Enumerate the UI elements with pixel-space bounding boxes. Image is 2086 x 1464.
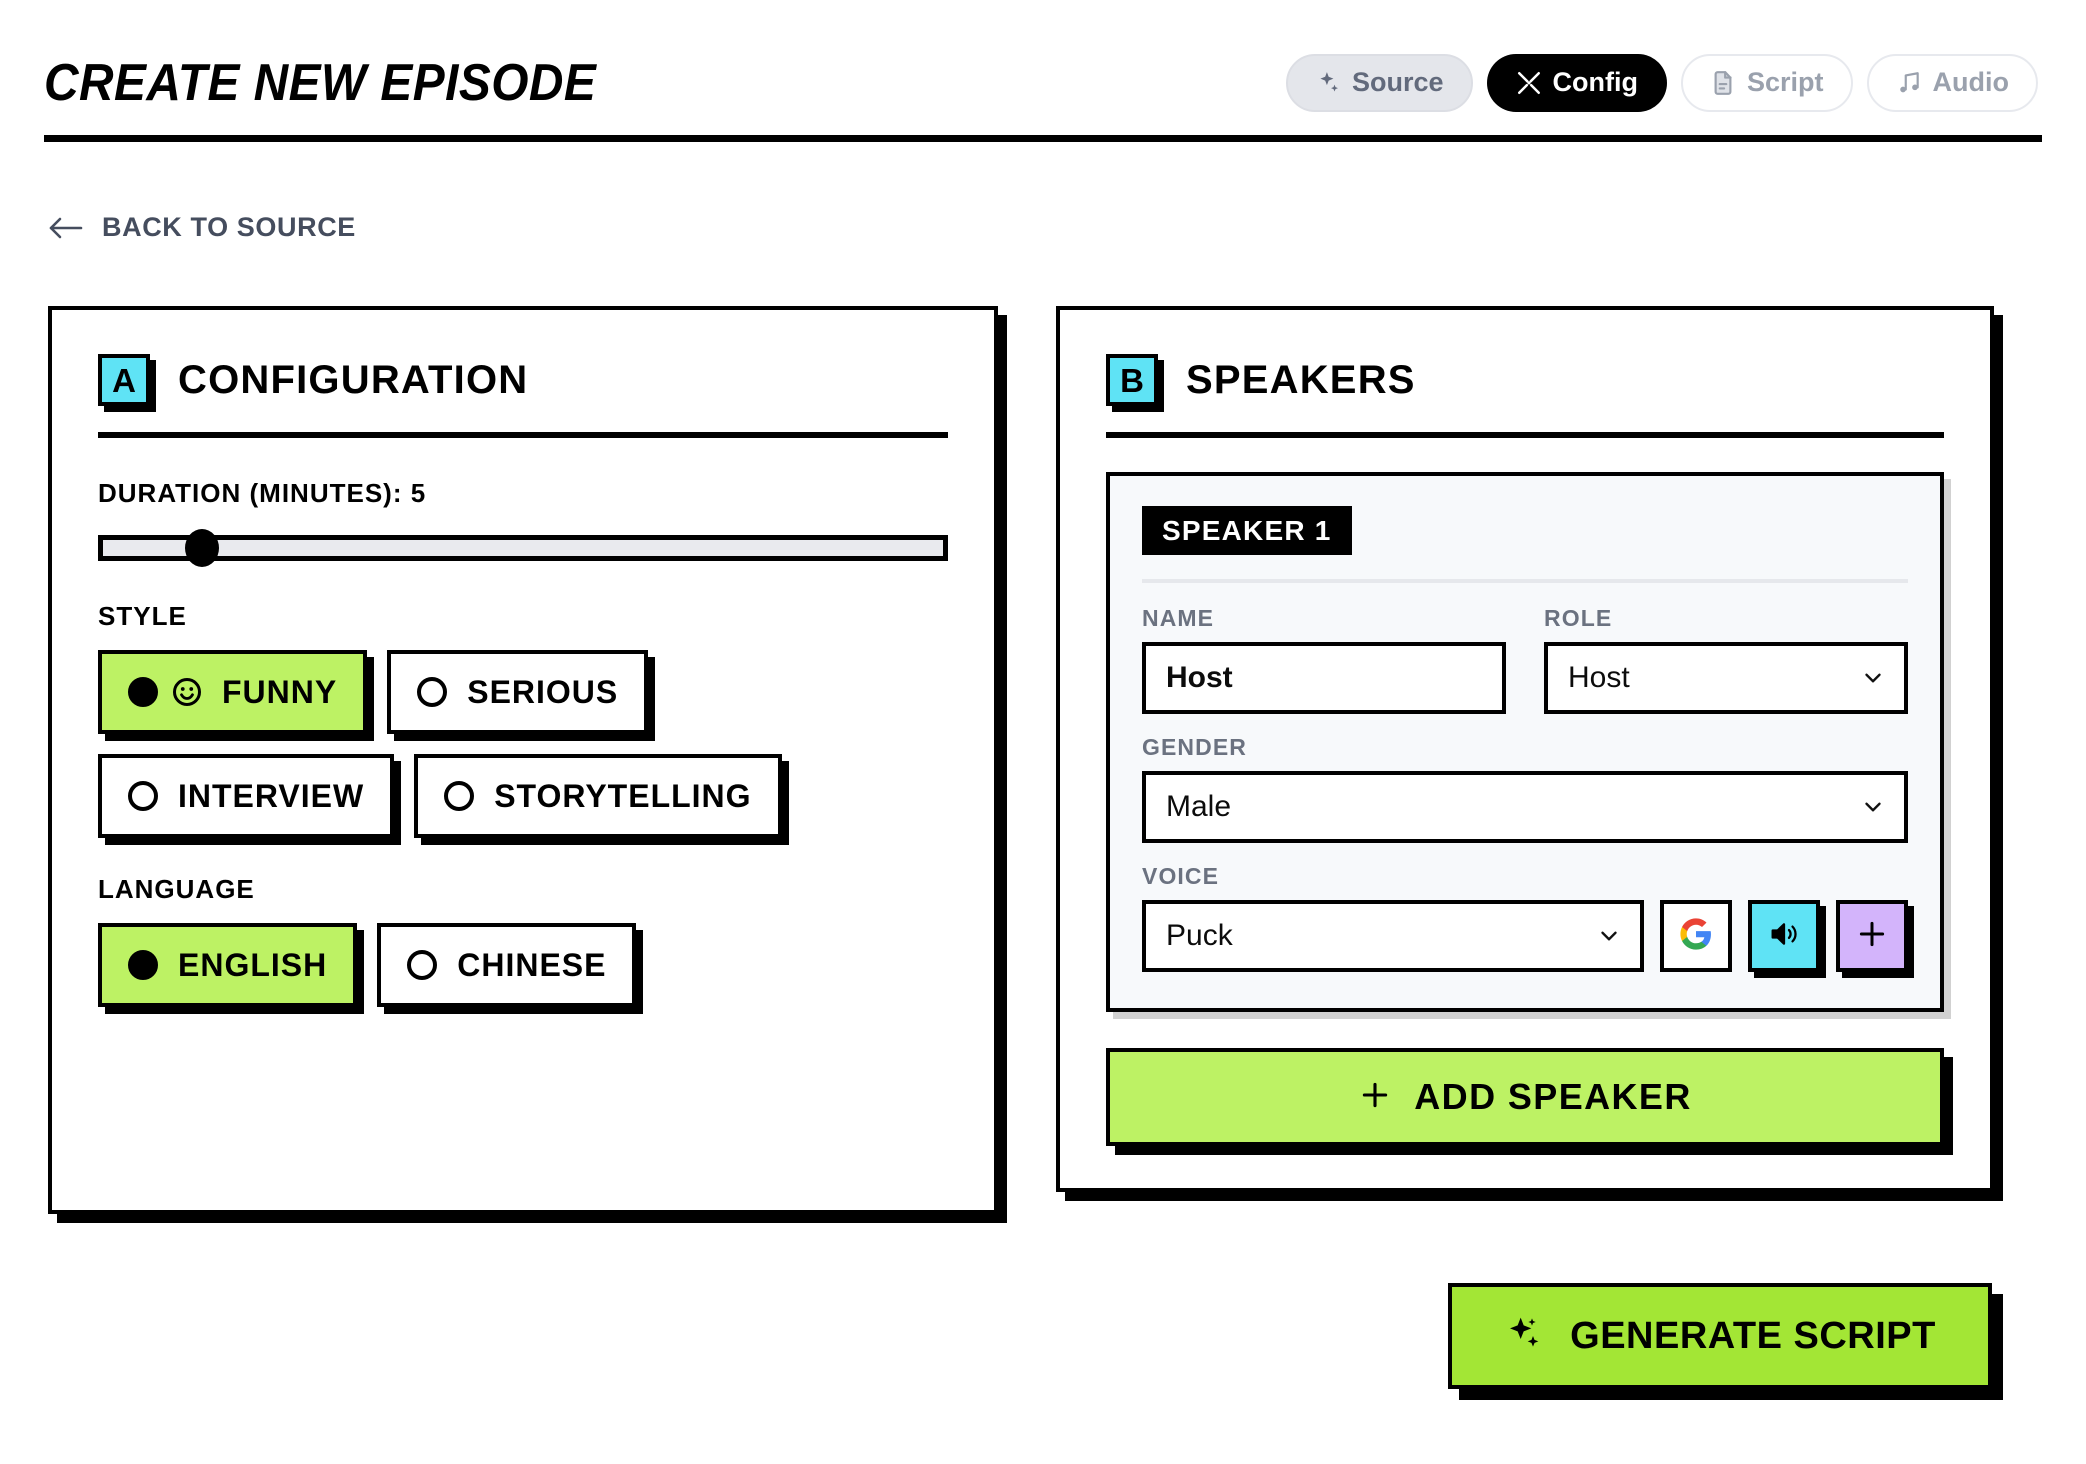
configuration-card-header: A CONFIGURATION [98, 354, 948, 438]
configuration-title: CONFIGURATION [178, 357, 529, 402]
speaker-name-label: NAME [1142, 605, 1215, 631]
google-icon [1679, 917, 1713, 956]
speaker-1-box: SPEAKER 1 NAME Host ROLE Host [1106, 472, 1944, 1012]
style-label: STYLE [98, 601, 187, 631]
speaker-voice-select[interactable]: Puck [1142, 900, 1644, 972]
voice-preview-button[interactable] [1748, 900, 1820, 972]
chevron-down-icon [1596, 923, 1622, 949]
sparkles-icon [1504, 1314, 1544, 1359]
speaker-voice-value: Puck [1166, 919, 1233, 952]
speaker-voice-label: VOICE [1142, 863, 1220, 889]
tab-script[interactable]: Script [1680, 53, 1853, 112]
tab-audio[interactable]: Audio [1866, 53, 2038, 112]
tab-script-label: Script [1746, 67, 1824, 97]
duration-label: DURATION (MINUTES): 5 [98, 478, 427, 508]
speaker-role-value: Host [1568, 661, 1630, 694]
speaker-gender-label: GENDER [1142, 734, 1248, 760]
style-option-interview[interactable]: INTERVIEW [98, 754, 395, 838]
generate-script-label: GENERATE SCRIPT [1570, 1314, 1936, 1357]
badge-b: B [1106, 354, 1158, 406]
arrow-left-icon [48, 215, 84, 241]
speaker-role-label: ROLE [1544, 605, 1613, 631]
plus-icon [1855, 917, 1889, 956]
speaker-name-input[interactable]: Host [1142, 642, 1506, 714]
google-voice-button[interactable] [1660, 900, 1732, 972]
speakers-card: B SPEAKERS SPEAKER 1 NAME Host ROLE Host [1056, 306, 1994, 1192]
style-options: FUNNY SERIOUS INTERVIEW STORYTELLING [98, 650, 948, 838]
radio-icon [128, 781, 158, 811]
add-speaker-label: ADD SPEAKER [1414, 1076, 1692, 1117]
style-option-interview-label: INTERVIEW [178, 777, 365, 814]
radio-icon [407, 950, 438, 980]
language-option-english-label: ENGLISH [178, 946, 328, 983]
duration-slider-track[interactable] [98, 535, 948, 561]
add-voice-button[interactable] [1836, 900, 1908, 972]
style-option-storytelling-label: STORYTELLING [494, 777, 752, 814]
plus-icon [1358, 1078, 1392, 1117]
speaker-role-select[interactable]: Host [1544, 642, 1908, 714]
tab-audio-label: Audio [1932, 67, 2009, 97]
badge-a: A [98, 354, 150, 406]
tab-config[interactable]: Config [1486, 53, 1667, 112]
radio-icon [128, 677, 158, 707]
divider [1142, 579, 1908, 583]
back-to-source-link[interactable]: BACK TO SOURCE [48, 212, 356, 243]
language-options: ENGLISH CHINESE [98, 923, 948, 1007]
speaker-voice-field: VOICE Puck [1142, 863, 1908, 972]
style-option-serious-label: SERIOUS [467, 673, 619, 710]
duration-slider[interactable] [98, 529, 948, 567]
language-option-chinese[interactable]: CHINESE [377, 923, 637, 1007]
language-label: LANGUAGE [98, 874, 255, 904]
tab-source[interactable]: Source [1285, 53, 1473, 112]
chevron-down-icon [1860, 665, 1886, 691]
radio-icon [417, 677, 448, 707]
configuration-card: A CONFIGURATION DURATION (MINUTES): 5 ST… [48, 306, 998, 1214]
tab-config-label: Config [1552, 67, 1638, 97]
radio-icon [444, 781, 475, 811]
style-option-funny-label: FUNNY [222, 673, 338, 710]
add-speaker-button[interactable]: ADD SPEAKER [1106, 1048, 1944, 1146]
style-option-storytelling[interactable]: STORYTELLING [414, 754, 782, 838]
page-title: CREATE NEW EPISODE [44, 53, 597, 112]
language-option-chinese-label: CHINESE [457, 946, 607, 983]
document-icon [1710, 70, 1736, 96]
tab-source-label: Source [1351, 67, 1444, 97]
speaker-gender-field: GENDER Male [1142, 734, 1908, 843]
style-section: STYLE FUNNY [98, 601, 948, 838]
language-option-english[interactable]: ENGLISH [98, 923, 358, 1007]
generate-script-button[interactable]: GENERATE SCRIPT [1448, 1283, 1992, 1389]
style-option-serious[interactable]: SERIOUS [387, 650, 649, 734]
language-section: LANGUAGE ENGLISH CHINESE [98, 874, 948, 1007]
style-option-funny[interactable]: FUNNY [98, 650, 368, 734]
speaker-volume-icon [1767, 917, 1801, 956]
speakers-title: SPEAKERS [1186, 357, 1416, 402]
speaker-gender-select[interactable]: Male [1142, 771, 1908, 843]
speaker-1-tag: SPEAKER 1 [1142, 506, 1352, 555]
speaker-voice-row: Puck [1142, 900, 1908, 972]
speaker-name-role-row: NAME Host ROLE Host [1142, 605, 1908, 734]
speaker-gender-value: Male [1166, 790, 1232, 823]
app-header: CREATE NEW EPISODE Source [44, 30, 2042, 142]
tab-bar: Source Config [1285, 53, 2042, 112]
back-to-source-label: BACK TO SOURCE [102, 212, 356, 242]
speaker-name-field: NAME Host [1142, 605, 1506, 714]
duration-slider-thumb[interactable] [184, 529, 219, 567]
sparkles-icon [1315, 70, 1341, 96]
smiley-icon [172, 677, 202, 707]
music-note-icon [1896, 70, 1922, 96]
radio-icon [128, 950, 158, 980]
speakers-card-header: B SPEAKERS [1106, 354, 1944, 438]
speaker-role-field: ROLE Host [1544, 605, 1908, 714]
chevron-down-icon [1860, 794, 1886, 820]
duration-block: DURATION (MINUTES): 5 [98, 478, 948, 567]
tools-icon [1516, 70, 1542, 96]
